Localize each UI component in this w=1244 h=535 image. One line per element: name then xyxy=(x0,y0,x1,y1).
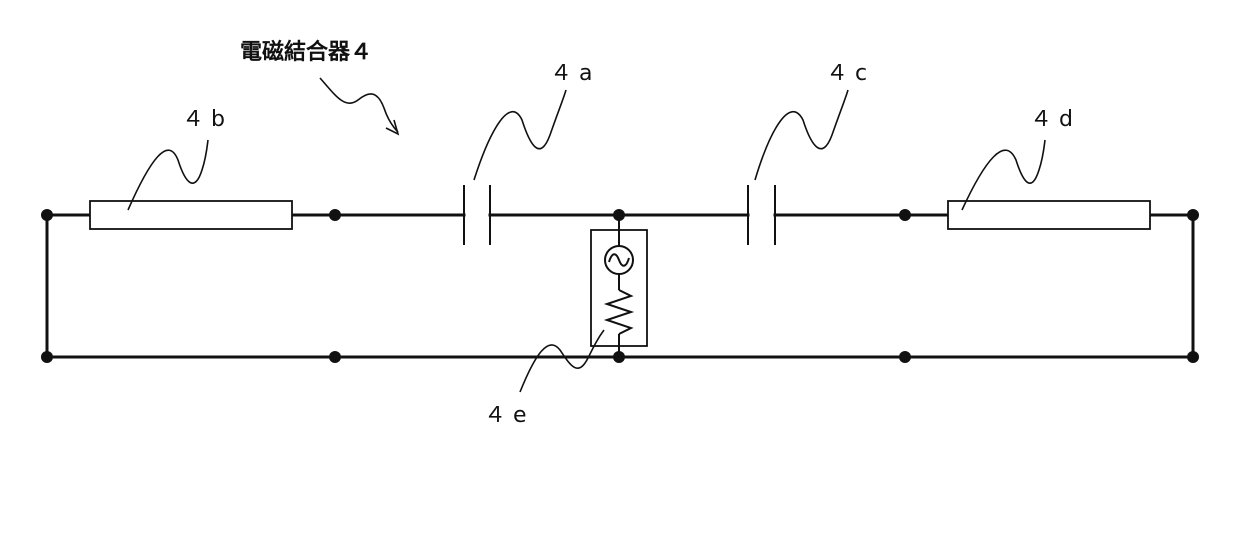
label-4e: ４ e xyxy=(484,403,527,428)
label-4a: ４ a xyxy=(550,61,592,86)
coupler-arrow xyxy=(320,78,398,134)
coupler-title: 電磁結合器４ xyxy=(240,39,372,65)
leader-4b xyxy=(128,140,208,210)
capacitor-4a xyxy=(464,185,490,245)
label-4b: ４ b xyxy=(182,107,225,132)
resistor-4d xyxy=(948,201,1150,229)
label-4c: ４ c xyxy=(826,61,867,86)
leader-4a xyxy=(474,90,566,180)
leader-4d xyxy=(962,140,1045,210)
label-4d: ４ d xyxy=(1030,107,1073,132)
capacitor-4c xyxy=(748,185,775,245)
leader-4c xyxy=(755,90,848,180)
resistor-4b xyxy=(90,201,292,229)
